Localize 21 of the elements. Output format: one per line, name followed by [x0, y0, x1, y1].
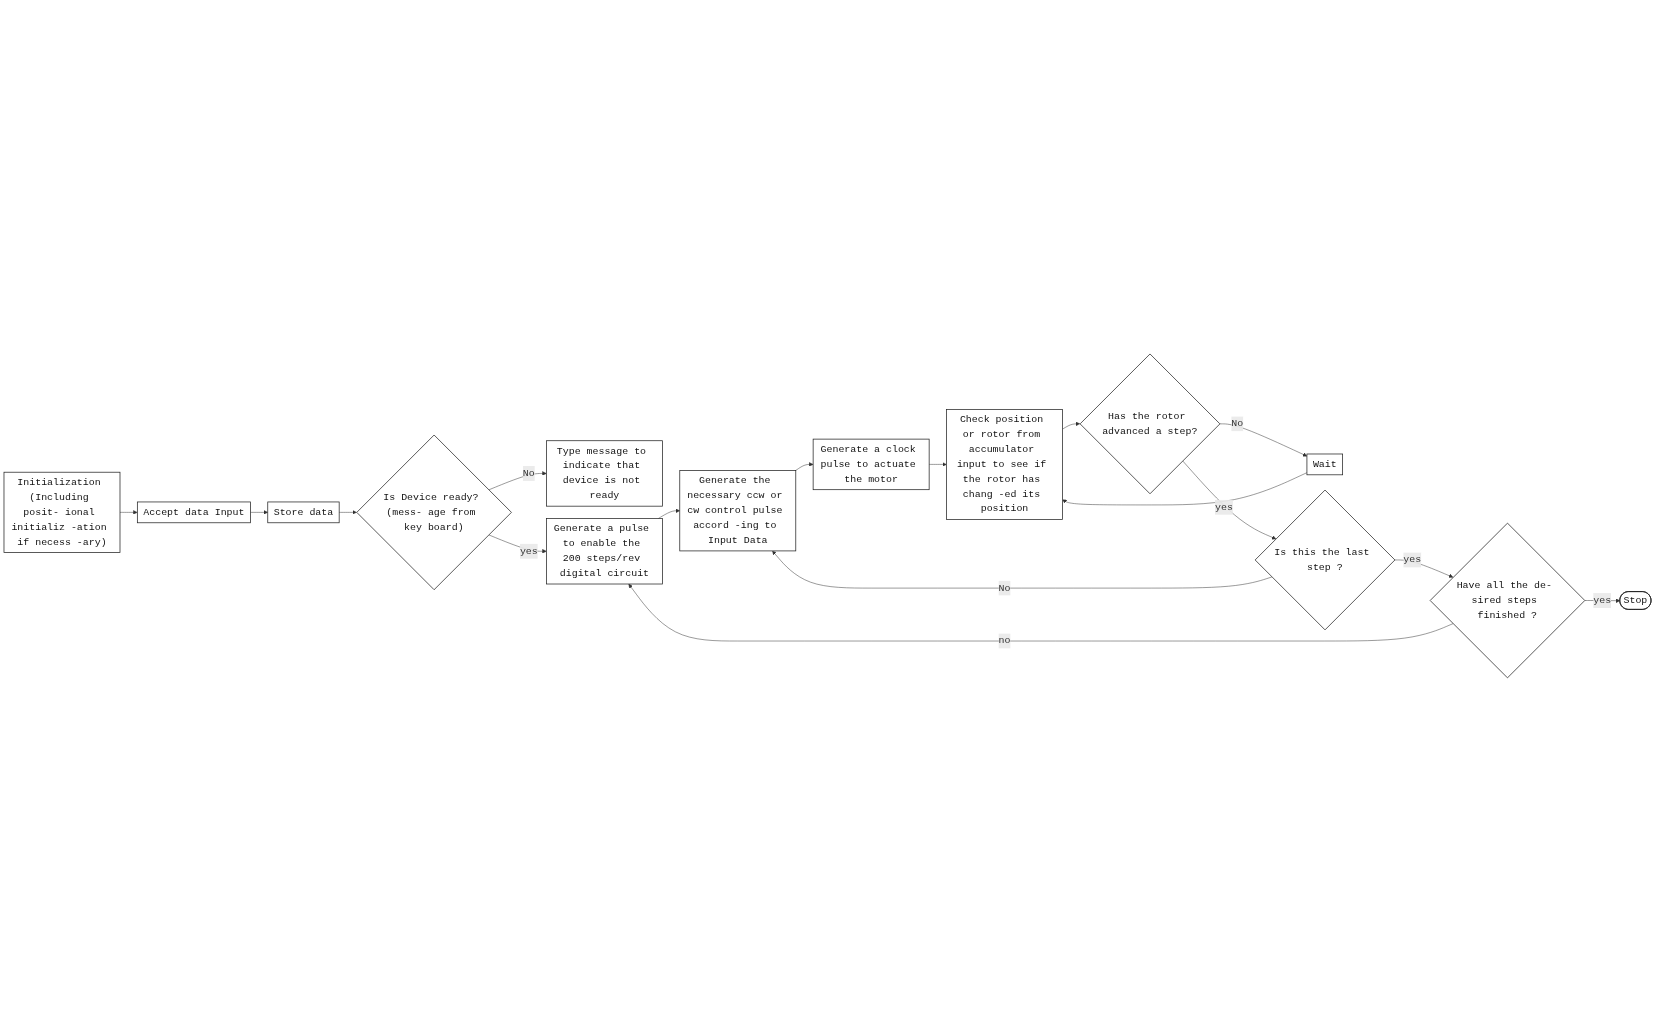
node-box: Accept data Input [137, 501, 251, 524]
edge-label: yes [1403, 554, 1422, 566]
node-box: Check position or rotor from accumulator input to see if the rotor has chang -ed its position [946, 409, 1063, 520]
node-box: Initialization (Including posit- ional initializ -ation if necess -ary) [3, 471, 121, 553]
node-box: Generate a pulse to enable the 200 steps/rev digital circuit [546, 518, 663, 585]
node-box: Generate a clock pulse to actuate the motor [812, 438, 930, 491]
node-diamond: Is this the last step ? [1254, 489, 1396, 631]
edge-label: yes [1215, 501, 1233, 513]
edge-label: yes [1593, 594, 1612, 607]
edge-label: No [998, 582, 1011, 594]
node-box: Generate the necessary ccw or cw control pulse accord -ing to Input Data [679, 470, 797, 552]
edge-label: no [998, 635, 1011, 647]
node-diamond: Is Device ready? (mess- age from key board) [356, 434, 512, 591]
node-box: Type message to indicate that device is not ready [546, 440, 663, 507]
edge-label: No [522, 467, 535, 479]
edge-label: No [1231, 418, 1244, 430]
node-box: Wait [1306, 453, 1343, 476]
node-diamond: Has the rotor advanced a step? [1079, 353, 1221, 495]
edge-label: yes [519, 545, 538, 557]
node-diamond: Have all the de- sired steps finished ? [1429, 522, 1586, 679]
node-box: Store data [267, 501, 340, 524]
